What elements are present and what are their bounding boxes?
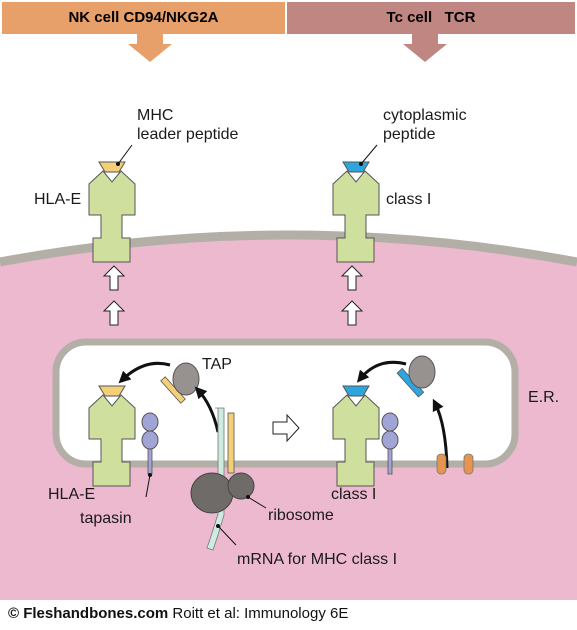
ribosome	[190, 472, 255, 514]
tc-header-arrow	[403, 34, 447, 62]
tap-label: TAP	[202, 356, 232, 373]
er-class-i-label: class I	[331, 486, 377, 503]
footer-brand: © Fleshandbones.com	[8, 605, 169, 622]
diagram-stage: NK cell CD94/NKG2A Tc cell TCR MHC leade…	[0, 2, 577, 600]
er-leader-peptide	[98, 385, 126, 397]
tc-cell-header: Tc cell TCR	[386, 9, 476, 26]
cyto-peptide-pointer-dot	[359, 162, 363, 166]
export-arrow-left-lower	[102, 300, 126, 326]
ribosome-pointer	[247, 496, 267, 509]
mrna-pointer	[217, 525, 237, 546]
mhc-leader-label-line2: leader peptide	[137, 126, 239, 143]
leader-peptide-pointer	[117, 144, 133, 165]
mrna-strand	[206, 407, 225, 551]
mhc-leader-label-line1: MHC	[137, 107, 174, 124]
export-arrow-right-lower	[340, 300, 364, 326]
er-hla-e-label: HLA-E	[48, 486, 96, 503]
mrna-label: mRNA for MHC class I	[237, 551, 398, 568]
cell-membrane	[0, 230, 577, 267]
peptide-to-tap-right-arrow	[432, 398, 449, 469]
nascent-peptide-chain	[227, 412, 235, 474]
diagram-svg	[0, 2, 577, 600]
tapasin-right	[381, 412, 399, 475]
mrna-pointer-dot	[216, 524, 220, 528]
nk-header-band	[2, 2, 285, 34]
copyright-footer: © Fleshandbones.com Roitt et al: Immunol…	[8, 602, 348, 626]
membrane-protein-1	[436, 453, 447, 475]
surface-class-i-label: class I	[386, 191, 432, 208]
footer-citation: Roitt et al: Immunology 6E	[168, 605, 349, 622]
ribosome-pointer-dot	[246, 495, 250, 499]
tap-to-hla-e-arrow	[118, 361, 171, 384]
export-arrow-right-upper	[340, 265, 364, 291]
nk-header-arrow	[128, 34, 172, 62]
er-hla-e	[88, 394, 136, 487]
leader-peptide-pointer-dot	[116, 162, 120, 166]
tap-to-class-i-arrow	[356, 360, 407, 383]
tapasin-pointer-dot	[148, 473, 152, 477]
surface-hla-e	[88, 170, 136, 263]
er-class-i	[332, 394, 380, 487]
tapasin	[141, 412, 159, 475]
cyto-peptide-pointer	[360, 144, 378, 165]
cyto-peptide-label-line2: peptide	[383, 126, 436, 143]
comparison-arrow	[272, 413, 300, 443]
tap-transporter-right	[396, 355, 436, 398]
tapasin-pointer	[145, 474, 151, 498]
peptide-to-tap-left-arrow	[194, 386, 220, 433]
nk-cell-header: NK cell CD94/NKG2A	[68, 9, 219, 26]
tc-header-band	[287, 2, 575, 34]
export-arrow-left-upper	[102, 265, 126, 291]
tap-transporter-left	[160, 362, 200, 404]
surface-hla-e-label: HLA-E	[34, 191, 82, 208]
er-cytoplasmic-peptide	[342, 385, 370, 397]
membrane-protein-2	[463, 453, 474, 475]
surface-class-i	[332, 170, 380, 263]
cyto-peptide-label-line1: cytoplasmic	[383, 107, 467, 124]
er-label: E.R.	[528, 389, 560, 406]
ribosome-label: ribosome	[268, 507, 334, 524]
tapasin-label: tapasin	[80, 510, 132, 527]
